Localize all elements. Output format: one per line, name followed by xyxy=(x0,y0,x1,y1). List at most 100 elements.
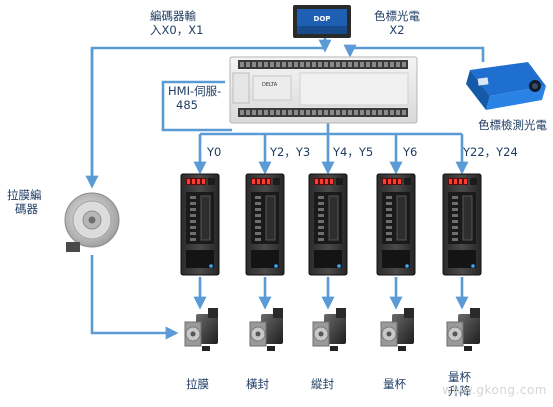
drive-digit xyxy=(393,179,396,184)
plc-terminal-bottom xyxy=(378,110,382,115)
plc-terminal-bottom xyxy=(294,110,298,115)
drive-pin xyxy=(255,232,261,235)
drive-pin xyxy=(255,220,261,223)
plc-terminal-bottom xyxy=(270,110,274,115)
drive-pin xyxy=(255,196,261,199)
plc-terminal-bottom xyxy=(246,110,250,115)
drive-pin xyxy=(255,208,261,211)
drive-led xyxy=(405,264,409,268)
encoder-input-label: 編碼器輸 入X0，X1 xyxy=(150,9,203,37)
drive-lower-panel xyxy=(186,250,214,268)
plc-terminal-bottom xyxy=(318,110,322,115)
drive-pin xyxy=(452,220,458,223)
drive-pin xyxy=(452,202,458,205)
output-y22-y24: Y22，Y24 xyxy=(463,145,518,159)
drive-pin xyxy=(452,238,458,241)
drive-pin xyxy=(452,196,458,199)
drive-port xyxy=(328,195,339,241)
drive-digit xyxy=(267,179,270,184)
drive-led xyxy=(337,264,341,268)
motor-label-film-pull: 拉膜 xyxy=(186,377,209,391)
motor-encoder-cap xyxy=(470,308,480,318)
hmi-brand: DOP xyxy=(314,15,331,23)
drive-digit xyxy=(449,179,452,184)
drive-digit xyxy=(187,179,190,184)
drive-button xyxy=(208,178,215,185)
color-mark-line2: X2 xyxy=(389,23,405,37)
hmi-servo-label: HMI-伺服- 485 xyxy=(168,84,221,112)
drive-display xyxy=(314,178,334,185)
plc-terminal-bottom xyxy=(366,110,370,115)
drive-digit xyxy=(330,179,333,184)
drive-port xyxy=(462,195,473,241)
drive-lower-panel xyxy=(382,250,410,268)
plc-terminal-bottom xyxy=(240,110,244,115)
plc-terminal-top xyxy=(384,62,388,67)
drive-display xyxy=(382,178,402,185)
drive-pin xyxy=(318,196,324,199)
plc-terminal-bottom xyxy=(336,110,340,115)
drive-pin xyxy=(255,226,261,229)
servo-drive xyxy=(180,173,220,276)
motor-encoder-cap xyxy=(208,308,218,318)
drive-pin xyxy=(255,202,261,205)
plc-terminal-bottom xyxy=(354,110,358,115)
motor-cable xyxy=(267,346,275,351)
plc-terminal-bottom xyxy=(360,110,364,115)
plc-terminal-top xyxy=(360,62,364,67)
plc-terminal-top xyxy=(396,62,400,67)
servo-motor xyxy=(184,308,218,351)
watermark: www.gkong.com xyxy=(442,383,547,397)
servo-motor xyxy=(249,308,283,351)
motor-label-cup: 量杯 xyxy=(383,377,406,391)
plc-terminal-bottom xyxy=(276,110,280,115)
drive-digit xyxy=(459,179,462,184)
drive-pin xyxy=(190,196,196,199)
servo-drive xyxy=(442,173,482,276)
plc-terminal-top xyxy=(252,62,256,67)
motor-encoder-cap xyxy=(273,308,283,318)
plc-terminal-bottom xyxy=(330,110,334,115)
drive-lower-panel xyxy=(448,250,476,268)
film-encoder-line2: 碼器 xyxy=(15,202,38,216)
plc-terminal-top xyxy=(282,62,286,67)
motor-shaft xyxy=(452,331,458,337)
drive-port xyxy=(265,195,276,241)
drive-digit xyxy=(202,179,205,184)
drive-digit xyxy=(192,179,195,184)
plc-terminal-bottom xyxy=(300,110,304,115)
plc-terminal-top xyxy=(258,62,262,67)
plc-terminal-top xyxy=(270,62,274,67)
drive-digit xyxy=(464,179,467,184)
plc-terminal-bottom xyxy=(312,110,316,115)
motor-label-long-seal: 縱封 xyxy=(311,377,334,391)
plc-terminal-top xyxy=(336,62,340,67)
servo-motor xyxy=(312,308,346,351)
drive-pin xyxy=(318,238,324,241)
plc-terminal-top xyxy=(300,62,304,67)
drive-display xyxy=(251,178,271,185)
drive-pin xyxy=(190,220,196,223)
plc-terminal-bottom xyxy=(390,110,394,115)
color-mark-line1: 色標光電 xyxy=(374,9,420,23)
servo-drive xyxy=(376,173,416,276)
color-sensor-label: 色標檢測光電 xyxy=(478,118,547,132)
plc-terminal-bottom xyxy=(282,110,286,115)
drive-pin xyxy=(318,232,324,235)
plc-terminal-top xyxy=(294,62,298,67)
drive-pin xyxy=(386,220,392,223)
plc-terminal-top xyxy=(240,62,244,67)
motor-shaft xyxy=(255,331,261,337)
motor-cable xyxy=(464,346,472,351)
plc-terminal-top xyxy=(366,62,370,67)
drive-pin xyxy=(318,226,324,229)
drive-led xyxy=(209,264,213,268)
plc-terminal-top xyxy=(288,62,292,67)
motor-label-cup-lift-line1: 量杯 xyxy=(448,370,471,384)
drive-pin xyxy=(318,208,324,211)
drive-pin xyxy=(452,232,458,235)
plc-terminal-top xyxy=(342,62,346,67)
output-y0: Y0 xyxy=(207,145,222,159)
drive-led xyxy=(471,264,475,268)
